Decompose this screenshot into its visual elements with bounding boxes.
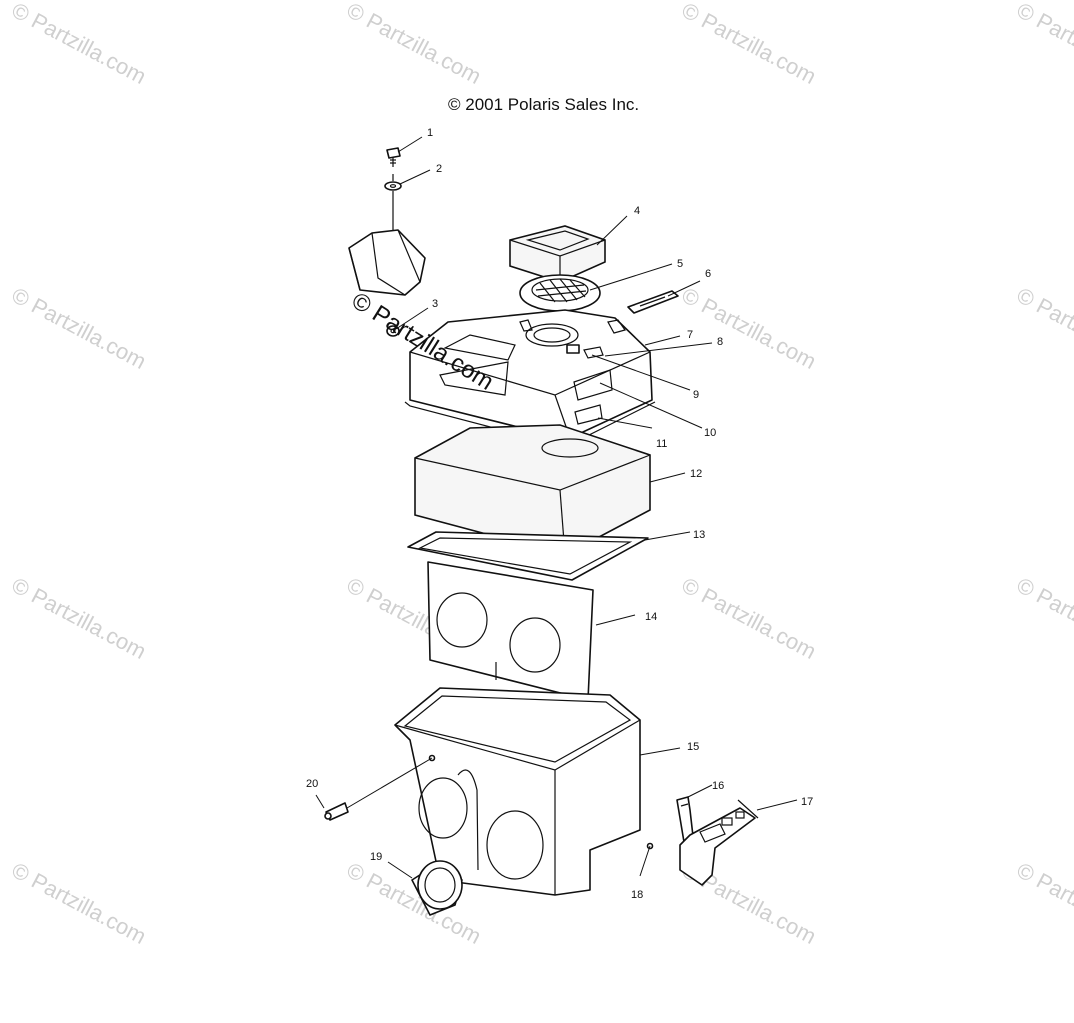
watermark: © Partzilla.com: [1013, 857, 1074, 949]
callout-6: 6: [705, 268, 711, 280]
part-20-bolt: [324, 802, 349, 821]
watermark: © Partzilla.com: [8, 0, 151, 89]
part-12-foam-filter: [414, 424, 651, 556]
parts-layer: [324, 147, 759, 916]
watermark: © Partzilla.com: [678, 282, 821, 374]
watermark: © Partzilla.com: [8, 282, 151, 374]
watermark: © Partzilla.com: [678, 0, 821, 89]
callout-10: 10: [704, 427, 716, 439]
part-1-screw: [386, 147, 401, 167]
callout-20: 20: [306, 778, 318, 790]
callout-9: 9: [693, 389, 699, 401]
callout-12: 12: [690, 468, 702, 480]
part-17-bracket: [679, 799, 759, 886]
callout-7: 7: [687, 329, 693, 341]
part-5-screen: [519, 274, 601, 326]
part-7-airbox-cover: [404, 309, 656, 443]
part-14-plate: [427, 561, 594, 701]
watermark: © Partzilla.com: [1013, 282, 1074, 374]
watermark: © Partzilla.com: [343, 0, 486, 89]
callout-2: 2: [436, 163, 442, 175]
part-15-airbox-base: [394, 687, 641, 896]
part-6-strip: [627, 290, 679, 314]
watermark: © Partzilla.com: [1013, 0, 1074, 89]
callout-5: 5: [677, 258, 683, 270]
part-13-gasket: [407, 531, 649, 581]
leader-lines: [315, 136, 798, 879]
watermark: © Partzilla.com: [678, 572, 821, 664]
callout-13: 13: [693, 529, 705, 541]
callout-3: 3: [432, 298, 438, 310]
callout-1: 1: [427, 127, 433, 139]
callout-16: 16: [712, 780, 724, 792]
watermark: © Partzilla.com: [8, 857, 151, 949]
callout-labels: 1 2 3 4 5 6 7 8 9 10 11 12 13 14 15 16 1…: [306, 127, 813, 901]
watermark: © Partzilla.com: [1013, 572, 1074, 664]
callout-15: 15: [687, 741, 699, 753]
part-19-hose-ring: [411, 860, 463, 916]
callout-11: 11: [656, 438, 667, 450]
callout-8: 8: [717, 336, 723, 348]
callout-14: 14: [645, 611, 657, 623]
watermark: © Partzilla.com: [8, 572, 151, 664]
copyright-text: © 2001 Polaris Sales Inc.: [448, 95, 639, 114]
callout-19: 19: [370, 851, 382, 863]
callout-4: 4: [634, 205, 640, 217]
part-4-foam-block: [509, 225, 606, 283]
part-cover-housing: [348, 229, 426, 296]
callout-17: 17: [801, 796, 813, 808]
callout-18: 18: [631, 889, 643, 901]
